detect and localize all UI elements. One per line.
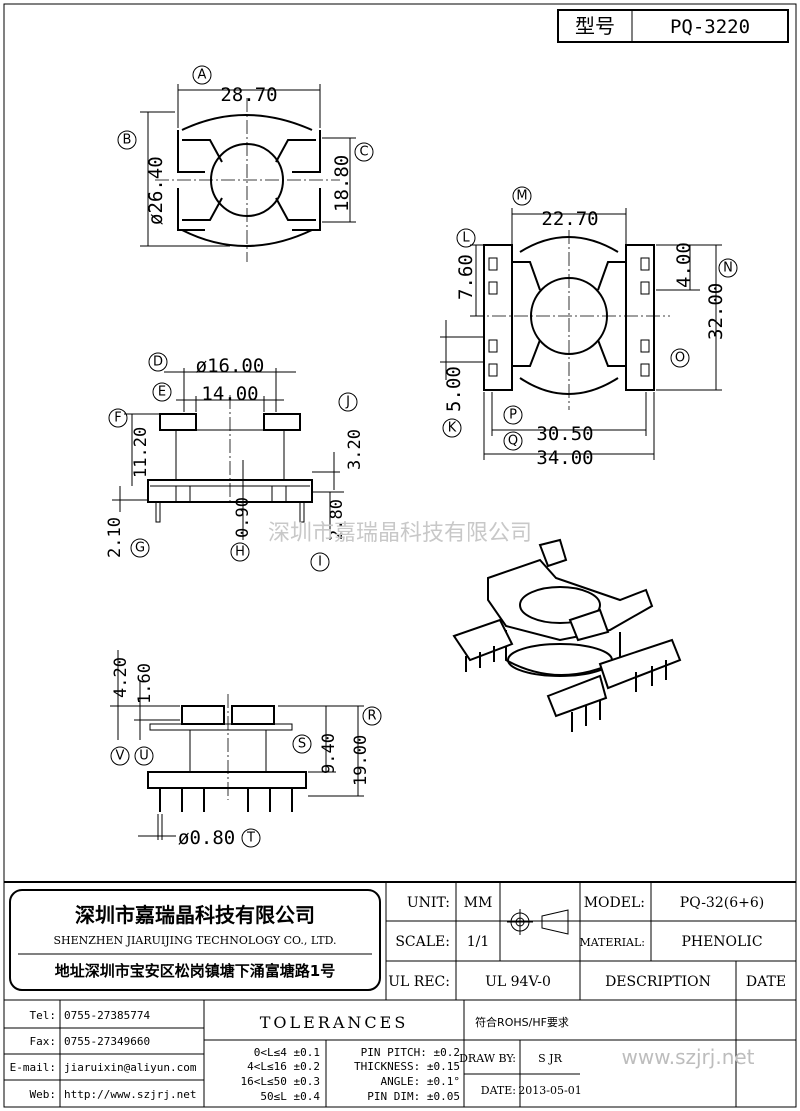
ulrec-label: UL REC:: [388, 974, 450, 990]
tag-a: A: [198, 68, 207, 83]
dim-q-value: 34.00: [536, 447, 593, 469]
tag-j: J: [345, 395, 350, 410]
contact-email-value: jiaruixin@aliyun.com: [64, 1061, 197, 1074]
dim-m-value: 22.70: [541, 208, 598, 230]
dim-r-value: 19.00: [351, 735, 371, 786]
drawby-value: S JR: [538, 1052, 562, 1065]
tolerance-right-3: ANGLE: ±0.1°: [381, 1075, 460, 1088]
dim-c-value: 18.80: [331, 155, 353, 212]
description-label: DESCRIPTION: [605, 974, 711, 990]
title-block: 深圳市嘉瑞晶科技有限公司 SHENZHEN JIARUIJING TECHNOL…: [4, 881, 796, 1107]
model-box: 型号 PQ-3220: [557, 9, 789, 43]
tolerance-right-1: PIN PITCH: ±0.2: [361, 1046, 460, 1059]
bottom-view: 22.70 M 7.60 L 32.00 N 4.00 O 5.00 K: [440, 186, 738, 469]
tag-h: H: [235, 545, 245, 560]
tag-g: G: [135, 541, 145, 556]
scale-label: SCALE:: [395, 934, 450, 950]
dim-b-value: ø26.40: [145, 156, 167, 225]
tag-i: I: [318, 555, 322, 570]
contact-fax-value: 0755-27349660: [64, 1035, 150, 1048]
dim-k-value: 5.00: [443, 366, 465, 412]
tag-t: T: [246, 831, 255, 846]
tag-v: V: [116, 749, 125, 764]
front-view: ø16.00 D 14.00 E F 11.20 J 3.20 2.10 G 0…: [105, 352, 365, 572]
rohs-note: 符合ROHS/HF要求: [475, 1015, 569, 1029]
dim-4-value: 4.00: [673, 242, 695, 288]
isometric-view: [452, 538, 682, 732]
tag-n: N: [723, 261, 733, 276]
dim-a-value: 28.70: [220, 84, 277, 106]
tag-c: C: [359, 145, 368, 160]
tag-m: M: [516, 189, 527, 204]
tag-u: U: [139, 749, 149, 764]
tolerance-row-2: 4<L≤16 ±0.2: [247, 1060, 320, 1073]
tag-p: P: [509, 408, 517, 423]
date-field-value: 2013-05-01: [518, 1084, 581, 1097]
dim-p-value: 30.50: [536, 423, 593, 445]
dim-l-value: 7.60: [455, 254, 477, 300]
date-field-label: DATE:: [481, 1084, 516, 1097]
top-view: 28.70 A ø26.40 B 18.80 C: [117, 65, 374, 262]
ulrec-value: UL 94V-0: [485, 974, 551, 990]
model-box-value: PQ-3220: [670, 16, 750, 38]
side-view: 4.20 1.60 V U 9.40 19.00 S R ø0.80 T: [110, 650, 382, 849]
dim-j-value: 3.20: [345, 429, 365, 470]
date-header-label: DATE: [746, 974, 786, 990]
dim-i-value: 2.80: [327, 499, 347, 540]
projection-symbol-icon: [507, 909, 569, 935]
contact-web-label: Web:: [30, 1088, 57, 1101]
tag-b: B: [123, 133, 132, 148]
model-value: PQ-32(6+6): [680, 895, 764, 911]
dim-h-value: 0.90: [233, 497, 253, 538]
material-label: MATERIAL:: [579, 936, 645, 949]
contact-email-label: E-mail:: [10, 1061, 56, 1074]
tag-q: Q: [508, 434, 518, 449]
tag-f: F: [114, 411, 121, 426]
contact-tel-label: Tel:: [30, 1009, 57, 1022]
watermark: 深圳市嘉瑞晶科技有限公司: [268, 521, 532, 546]
contact-web-value: http://www.szjrj.net: [64, 1088, 196, 1101]
model-box-label: 型号: [575, 14, 615, 38]
drawby-label: DRAW BY:: [459, 1052, 516, 1065]
website-big: www.szjrj.net: [621, 1045, 754, 1069]
tag-l: L: [462, 231, 470, 246]
tolerance-right-2: THICKNESS: ±0.15: [354, 1060, 460, 1073]
company-name-cn: 深圳市嘉瑞晶科技有限公司: [75, 903, 315, 927]
tag-r: R: [367, 709, 376, 724]
scale-value: 1/1: [467, 934, 490, 950]
tolerance-right-4: PIN DIM: ±0.05: [367, 1090, 460, 1103]
company-address: 地址深圳市宝安区松岗镇塘下涌富塘路1号: [55, 962, 335, 980]
dim-n-value: 32.00: [705, 283, 727, 340]
tag-d: D: [153, 355, 163, 370]
tolerances-label: TOLERANCES: [260, 1013, 409, 1032]
dim-t-value: ø0.80: [178, 827, 235, 849]
tolerance-row-4: 50≤L ±0.4: [260, 1090, 320, 1103]
company-name-en: SHENZHEN JIARUIJING TECHNOLOGY CO., LTD.: [53, 934, 336, 947]
tolerance-row-1: 0<L≤4 ±0.1: [254, 1046, 320, 1059]
dim-v-value: 4.20: [111, 657, 131, 698]
dim-d-value: ø16.00: [196, 355, 265, 377]
tolerance-row-3: 16<L≤50 ±0.3: [241, 1075, 320, 1088]
dim-f-value: 11.20: [131, 427, 151, 478]
unit-value: MM: [464, 895, 493, 911]
tag-e: E: [158, 385, 166, 400]
tag-s: S: [298, 737, 306, 752]
dim-g-value: 2.10: [105, 517, 125, 558]
dim-e-value: 14.00: [201, 383, 258, 405]
contact-fax-label: Fax:: [30, 1035, 57, 1048]
dim-s-value: 9.40: [319, 733, 339, 774]
contact-tel-value: 0755-27385774: [64, 1009, 150, 1022]
tag-o: O: [675, 351, 685, 366]
dim-u-value: 1.60: [135, 663, 155, 704]
model-label: MODEL:: [584, 895, 645, 911]
unit-label: UNIT:: [407, 895, 450, 911]
tag-k: K: [448, 421, 457, 436]
material-value: PHENOLIC: [681, 934, 762, 950]
